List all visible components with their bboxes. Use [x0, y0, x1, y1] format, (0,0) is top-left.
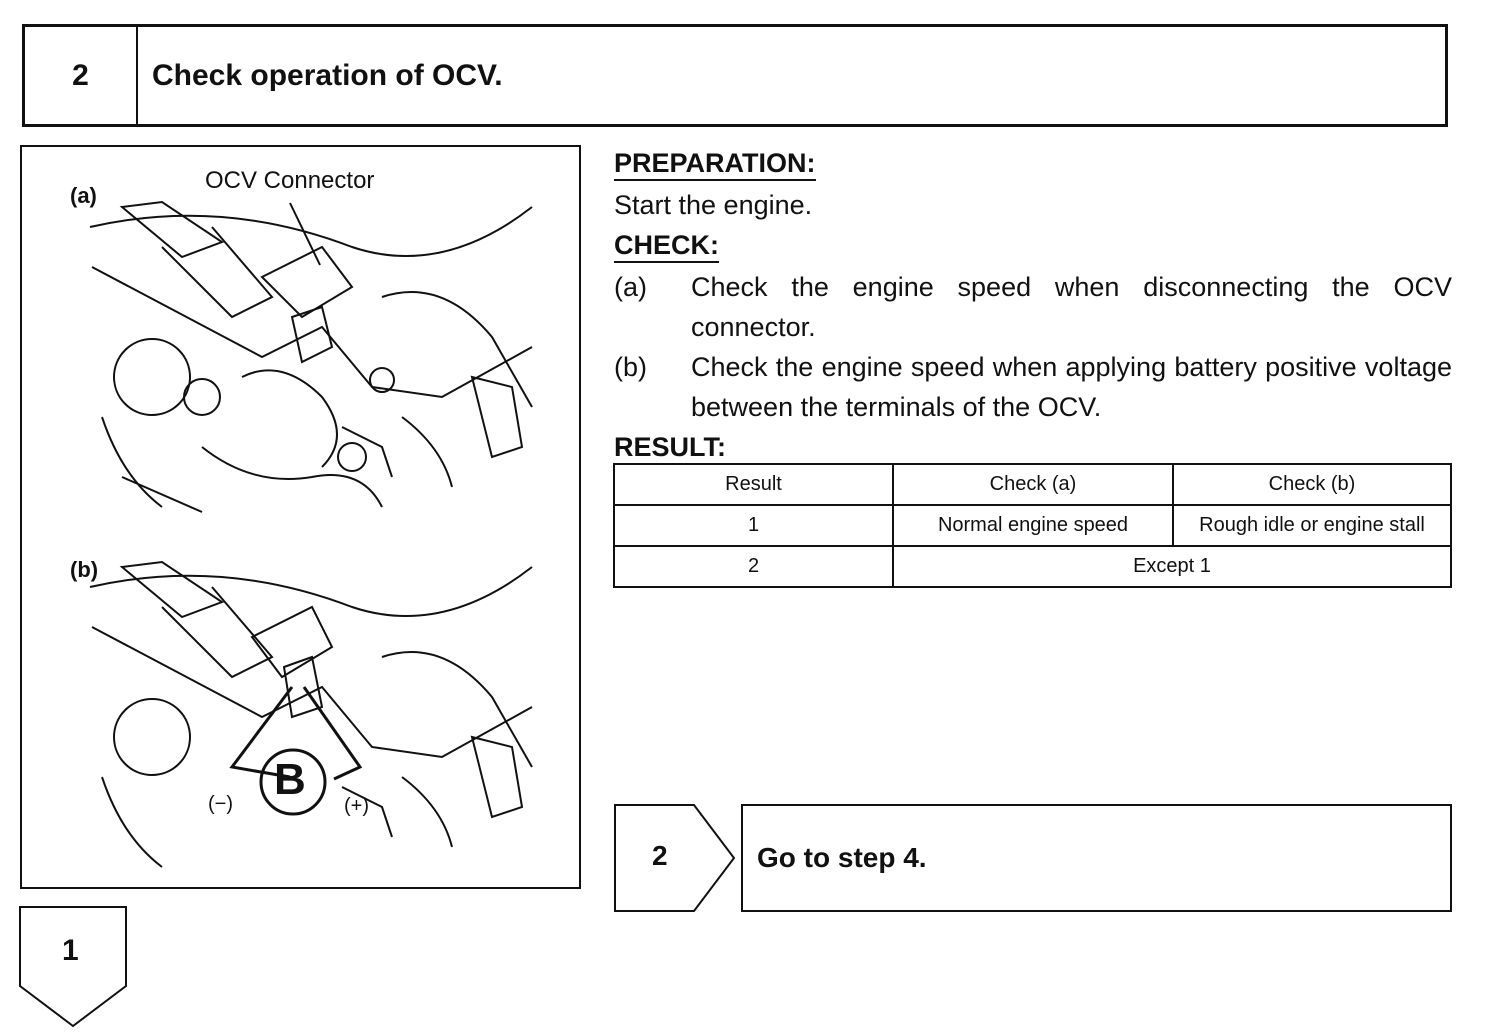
label-a: (a): [70, 183, 97, 208]
arrow-down-icon: [19, 906, 127, 1028]
engine-illustration: (a) OCV Connector (b) B (−) (+): [20, 145, 581, 889]
branch-arrow: 2: [614, 804, 736, 912]
table-cell: 1: [613, 504, 894, 547]
instructions: PREPARATION: Start the engine. CHECK: (a…: [614, 143, 1452, 469]
check-item-text: Check the engine speed when disconnectin…: [691, 272, 1452, 342]
step-title: Check operation of OCV.: [152, 58, 503, 92]
check-item-label: (b): [614, 352, 647, 382]
check-heading: CHECK:: [614, 229, 719, 263]
table-cell: Except 1: [892, 545, 1452, 588]
branch-text: Go to step 4.: [741, 804, 1452, 912]
preparation-heading: PREPARATION:: [614, 147, 816, 181]
table-header-cell: Check (b): [1172, 463, 1452, 506]
step-number: 2: [25, 27, 138, 124]
table-cell: Rough idle or engine stall: [1172, 504, 1452, 547]
table-row: 1 Normal engine speed Rough idle or engi…: [613, 504, 1452, 547]
table-cell: 2: [613, 545, 894, 588]
positive-terminal-label: (+): [344, 795, 369, 817]
branch-result-1: 1: [19, 906, 129, 1028]
arrow-right-icon: [614, 804, 736, 912]
ocv-connector-label: OCV Connector: [205, 167, 375, 195]
check-item-text: Check the engine speed when applying bat…: [691, 352, 1452, 422]
negative-terminal-label: (−): [208, 793, 233, 815]
next-step-number: 1: [62, 934, 79, 967]
table-header-row: Result Check (a) Check (b): [613, 463, 1452, 506]
result-heading: RESULT:: [614, 431, 726, 465]
preparation-text: Start the engine.: [614, 190, 813, 220]
table-header-cell: Check (a): [892, 463, 1174, 506]
illustration-drawing: [89, 200, 533, 868]
table-header-cell: Result: [613, 463, 894, 506]
check-item-b: (b) Check the engine speed when applying…: [614, 347, 1452, 427]
branch-number: 2: [652, 840, 668, 871]
check-item-label: (a): [614, 272, 647, 302]
table-row: 2 Except 1: [613, 545, 1452, 588]
table-cell: Normal engine speed: [892, 504, 1174, 547]
battery-label: B: [274, 755, 306, 804]
result-table: Result Check (a) Check (b) 1 Normal engi…: [613, 463, 1452, 588]
check-item-a: (a) Check the engine speed when disconne…: [614, 267, 1452, 347]
label-b: (b): [70, 557, 99, 582]
branch-result-2: 2 Go to step 4.: [614, 804, 1452, 912]
step-header: 2 Check operation of OCV.: [22, 24, 1448, 127]
